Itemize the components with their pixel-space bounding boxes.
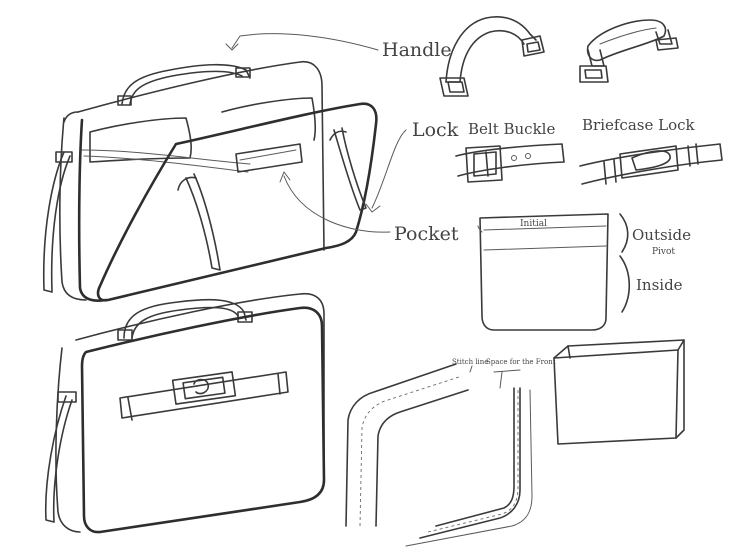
handle-detail-2	[579, 19, 679, 83]
label-handle: Handle	[382, 39, 452, 61]
callout-lines	[225, 33, 407, 233]
belt-buckle-sketch	[455, 143, 565, 183]
label-outside: Outside	[632, 226, 691, 244]
label-initial: Initial	[520, 219, 547, 229]
briefcase-lock-sketch	[579, 143, 723, 185]
stitch-diagram	[345, 363, 533, 547]
label-stitch-line: Stitch line	[452, 358, 488, 366]
pocket-diagram	[477, 213, 631, 331]
label-pivot: Pivot	[652, 247, 675, 257]
open-bag-sketch	[42, 61, 378, 302]
label-inside: Inside	[636, 276, 683, 294]
box-sketch	[553, 339, 685, 445]
handle-detail-1	[439, 16, 545, 97]
label-belt-buckle: Belt Buckle	[468, 120, 555, 138]
closed-bag-sketch	[44, 292, 326, 534]
label-space-for-front: Space for the Front	[486, 358, 556, 366]
label-briefcase-lock: Briefcase Lock	[582, 116, 695, 134]
label-lock: Lock	[412, 119, 459, 141]
label-pocket: Pocket	[394, 223, 459, 245]
